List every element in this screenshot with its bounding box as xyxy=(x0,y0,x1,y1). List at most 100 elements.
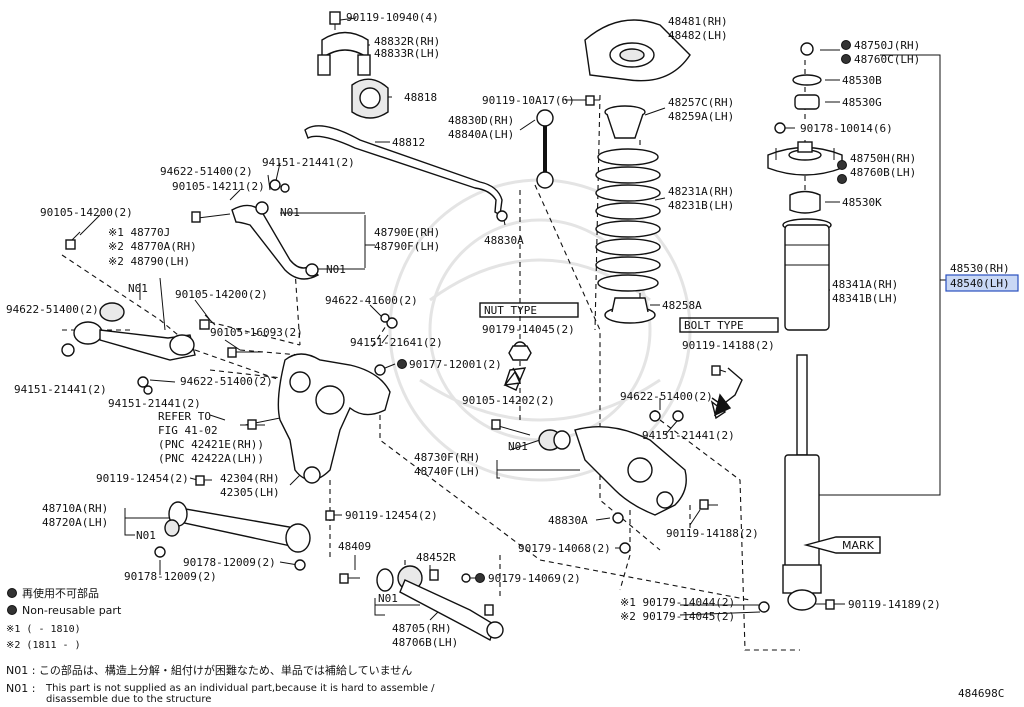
label-48833r[interactable]: 48833R(LH) xyxy=(374,47,440,60)
label-n01-d[interactable]: N01 xyxy=(136,529,156,542)
label-n01-a[interactable]: N01 xyxy=(280,206,300,219)
label-48730f[interactable]: 48730F(RH) xyxy=(414,451,480,464)
label-48840a[interactable]: 48840A(LH) xyxy=(448,128,514,141)
label-90119-14188-a[interactable]: 90119-14188(2) xyxy=(682,339,775,352)
label-48530r[interactable]: 48530(RH) xyxy=(950,262,1010,275)
label-94151-21441-a[interactable]: 94151-21441(2) xyxy=(262,156,355,169)
spring-upper-support-icon xyxy=(584,19,691,82)
label-90119-10a17[interactable]: 90119-10A17(6) xyxy=(482,94,575,107)
label-90179-14044[interactable]: ※1 90179-14044(2) xyxy=(620,596,735,609)
label-90178-12009-b[interactable]: 90178-12009(2) xyxy=(124,570,217,583)
label-48830a-a[interactable]: 48830A xyxy=(484,234,524,247)
label-94622-41600[interactable]: 94622-41600(2) xyxy=(325,294,418,307)
label-48409[interactable]: 48409 xyxy=(338,540,371,553)
label-n01-b[interactable]: N01 xyxy=(326,263,346,276)
label-94622-51400-c[interactable]: 94622-51400(2) xyxy=(180,375,273,388)
label-90105-14200-b[interactable]: 90105-14200(2) xyxy=(175,288,268,301)
label-90105-14200-a[interactable]: 90105-14200(2) xyxy=(40,206,133,219)
label-48540-highlighted[interactable]: 48540(LH) xyxy=(950,277,1010,290)
label-48706b[interactable]: 48706B(LH) xyxy=(392,636,458,649)
label-94622-51400-b[interactable]: 94622-51400(2) xyxy=(6,303,99,316)
label-48790e[interactable]: 48790E(RH) xyxy=(374,226,440,239)
label-90179-14069[interactable]: 90179-14069(2) xyxy=(488,572,581,585)
label-90119-12454-a[interactable]: 90119-12454(2) xyxy=(96,472,189,485)
label-refer-4[interactable]: (PNC 42422A(LH)) xyxy=(158,452,264,465)
label-48231b[interactable]: 48231B(LH) xyxy=(668,199,734,212)
label-94151-21441-c[interactable]: 94151-21441(2) xyxy=(108,397,201,410)
label-48341b[interactable]: 48341B(LH) xyxy=(832,292,898,305)
label-90179-14068[interactable]: 90179-14068(2) xyxy=(518,542,611,555)
label-94151-21441-d[interactable]: 94151-21441(2) xyxy=(642,429,735,442)
label-refer-3[interactable]: (PNC 42421E(RH)) xyxy=(158,438,264,451)
label-90177-12001[interactable]: 90177-12001(2) xyxy=(409,358,502,371)
label-48482[interactable]: 48482(LH) xyxy=(668,29,728,42)
label-90105-14202[interactable]: 90105-14202(2) xyxy=(462,394,555,407)
label-90119-14189[interactable]: 90119-14189(2) xyxy=(848,598,941,611)
nut-icon xyxy=(61,42,814,613)
label-94622-51400-d[interactable]: 94622-51400(2) xyxy=(620,390,713,403)
label-42304[interactable]: 42304(RH) xyxy=(220,472,280,485)
label-48720a[interactable]: 48720A(LH) xyxy=(42,516,108,529)
spring-lower-insulator-icon xyxy=(604,297,656,324)
label-refer-2[interactable]: FIG 41-02 xyxy=(158,424,218,437)
label-94622-51400-a[interactable]: 94622-51400(2) xyxy=(160,165,253,178)
label-48530k[interactable]: 48530K xyxy=(842,196,882,209)
label-48790[interactable]: ※2 48790(LH) xyxy=(108,255,190,268)
label-48530b[interactable]: 48530B xyxy=(842,74,882,87)
label-48259a[interactable]: 48259A(LH) xyxy=(668,110,734,123)
label-48710a[interactable]: 48710A(RH) xyxy=(42,502,108,515)
lower-arm-icon xyxy=(164,501,311,553)
nonreusable-marker xyxy=(837,40,851,184)
label-48481[interactable]: 48481(RH) xyxy=(668,15,728,28)
label-48258a[interactable]: 48258A xyxy=(662,299,702,312)
label-90119-14188-b[interactable]: 90119-14188(2) xyxy=(666,527,759,540)
label-90179-14045-a[interactable]: 90179-14045(2) xyxy=(482,323,575,336)
stabilizer-link-icon xyxy=(536,109,554,189)
label-48740f[interactable]: 48740F(LH) xyxy=(414,465,480,478)
label-48790f[interactable]: 48790F(LH) xyxy=(374,240,440,253)
label-48770a[interactable]: ※2 48770A(RH) xyxy=(108,240,197,253)
label-90105-16093[interactable]: 90105-16093(2) xyxy=(210,326,303,339)
label-48832r[interactable]: 48832R(RH) xyxy=(374,35,440,48)
label-90179-14045-b[interactable]: ※2 90179-14045(2) xyxy=(620,610,735,623)
direction-arrows-icon xyxy=(503,367,732,417)
label-48452r[interactable]: 48452R xyxy=(416,551,456,564)
label-48760c[interactable]: 48760C(LH) xyxy=(854,53,920,66)
label-48830a-b[interactable]: 48830A xyxy=(548,514,588,527)
label-94151-21441-b[interactable]: 94151-21441(2) xyxy=(14,383,107,396)
footnote-n01-en-prefix: N01 : xyxy=(6,682,35,695)
strut-top-parts-icon xyxy=(767,74,843,214)
label-48760b[interactable]: 48760B(LH) xyxy=(850,166,916,179)
label-48750j[interactable]: 48750J(RH) xyxy=(854,39,920,52)
label-n01-f[interactable]: N01 xyxy=(508,440,528,453)
label-refer-1[interactable]: REFER TO xyxy=(158,410,211,423)
legend-note-2: ※2 (1811 - ) xyxy=(6,640,81,651)
label-42305[interactable]: 42305(LH) xyxy=(220,486,280,499)
label-90105-14211[interactable]: 90105-14211(2) xyxy=(172,180,265,193)
label-90178-10014[interactable]: 90178-10014(6) xyxy=(800,122,893,135)
legend: 再使用不可部品 Non-reusable part ※1 ( - 1810) ※… xyxy=(6,586,122,651)
label-94151-21641[interactable]: 94151-21641(2) xyxy=(350,336,443,349)
label-48818[interactable]: 48818 xyxy=(404,91,437,104)
label-48231a[interactable]: 48231A(RH) xyxy=(668,185,734,198)
label-48341a[interactable]: 48341A(RH) xyxy=(832,278,898,291)
label-90119-10940[interactable]: 90119-10940(4) xyxy=(346,11,439,24)
label-48257c[interactable]: 48257C(RH) xyxy=(668,96,734,109)
label-nut-type[interactable]: NUT TYPE xyxy=(484,304,537,317)
label-bolt-type[interactable]: BOLT TYPE xyxy=(684,319,744,332)
label-n01-e[interactable]: N01 xyxy=(378,592,398,605)
label-48705[interactable]: 48705(RH) xyxy=(392,622,452,635)
label-48530g[interactable]: 48530G xyxy=(842,96,882,109)
diagram-id: 484698C xyxy=(958,687,1004,700)
label-48830d[interactable]: 48830D(RH) xyxy=(448,114,514,127)
label-48770j[interactable]: ※1 48770J xyxy=(108,226,170,239)
label-48812[interactable]: 48812 xyxy=(392,136,425,149)
toe-link-icon xyxy=(73,302,196,361)
label-90178-12009-a[interactable]: 90178-12009(2) xyxy=(183,556,276,569)
nonreusable-marker xyxy=(475,573,485,583)
label-n01-c[interactable]: N01 xyxy=(128,282,148,295)
label-90119-12454-b[interactable]: 90119-12454(2) xyxy=(345,509,438,522)
label-mark: MARK xyxy=(842,539,875,552)
label-48750h[interactable]: 48750H(RH) xyxy=(850,152,916,165)
